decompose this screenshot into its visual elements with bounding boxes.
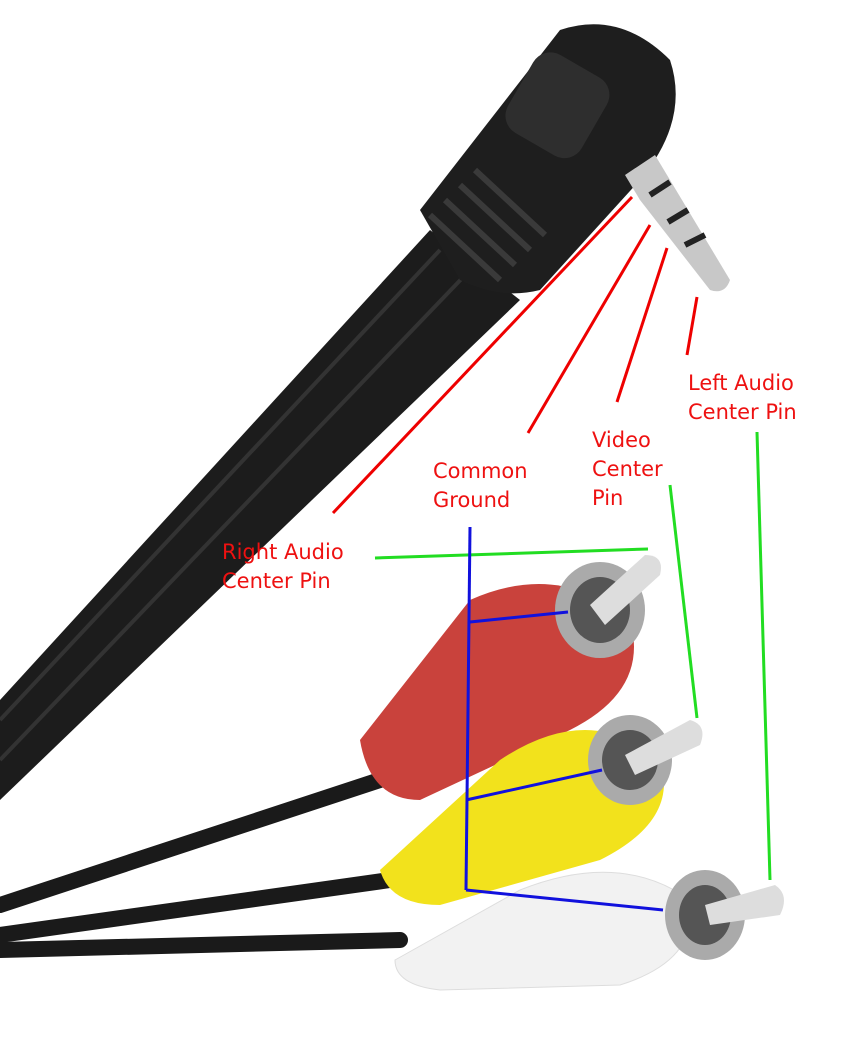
label-line: Right Audio (222, 540, 344, 564)
label-line: Left Audio (688, 371, 794, 395)
ground-pointer-lines (464, 526, 664, 912)
jack-plug (625, 155, 730, 292)
label-line: Common (433, 459, 528, 483)
rca-plug-white (394, 870, 784, 991)
label-line: Center (592, 457, 663, 481)
label-line: Ground (433, 488, 511, 512)
label-line: Center Pin (222, 569, 331, 593)
label-line: Pin (592, 486, 624, 510)
label-video: Video Center Pin (592, 426, 663, 513)
label-common-ground: Common Ground (433, 457, 528, 515)
rca-thin-cables (0, 772, 408, 958)
pin-pointer-lines (374, 431, 772, 881)
label-line: Center Pin (688, 400, 797, 424)
jack-pointer-lines (331, 195, 699, 515)
label-line: Video (592, 428, 651, 452)
jack-body (420, 24, 676, 294)
label-left-audio: Left Audio Center Pin (688, 369, 797, 427)
rca-plug-red (360, 555, 661, 800)
black-cable (0, 230, 520, 800)
rca-plug-yellow (380, 715, 703, 905)
label-right-audio: Right Audio Center Pin (222, 538, 344, 596)
